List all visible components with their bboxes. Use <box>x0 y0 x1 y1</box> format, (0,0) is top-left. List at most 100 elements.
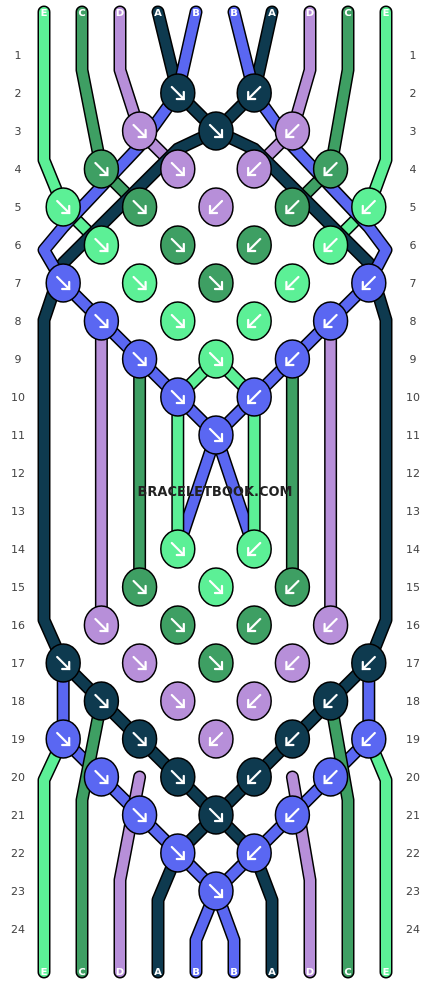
strand-thread <box>77 696 107 977</box>
arrow-down-right-icon <box>56 731 71 747</box>
knot-16-4 <box>160 605 196 645</box>
knot-7-9 <box>351 263 387 303</box>
arrow-down-right-icon <box>94 161 109 177</box>
row-number: 14 <box>11 543 25 556</box>
row-number: 19 <box>406 733 420 746</box>
arrow-head <box>247 774 257 785</box>
arrow-down-left-icon <box>247 85 262 101</box>
knot-22-6 <box>236 833 272 873</box>
arrow-head <box>99 774 109 785</box>
arrow-down-right-icon <box>94 313 109 329</box>
arrow-down-left-icon <box>285 199 300 215</box>
arrow-head <box>213 356 224 367</box>
knot-18-6 <box>236 681 272 721</box>
row-number: 23 <box>11 885 25 898</box>
knot-17-1 <box>45 643 81 683</box>
arrow-shaft <box>361 275 376 291</box>
arrow-down-left-icon <box>323 769 338 785</box>
arrow-head <box>323 774 333 785</box>
arrow-shaft <box>247 541 262 557</box>
arrow-shaft <box>361 199 376 215</box>
watermark: BRACELETBOOK.COM <box>138 485 293 500</box>
knot-7-1 <box>45 263 81 303</box>
arrow-down-left-icon <box>247 237 262 253</box>
arrow-down-left-icon <box>285 655 300 671</box>
arrow-down-right-icon <box>94 237 109 253</box>
arrow-head <box>323 698 333 709</box>
knot-5-3 <box>121 187 158 227</box>
strand-thread <box>325 7 391 250</box>
arrow-shaft <box>94 313 109 329</box>
knot-2-6 <box>236 73 272 113</box>
arrow-shaft <box>208 883 224 899</box>
arrow-shaft <box>56 199 71 215</box>
knot-9-3 <box>121 339 158 379</box>
row-number: 15 <box>406 581 420 594</box>
strand-letter: A <box>154 8 162 19</box>
knot-10-6 <box>236 377 272 417</box>
strand-thread <box>287 7 353 212</box>
arrow-down-right-icon <box>208 427 224 443</box>
row-number: 2 <box>410 87 417 100</box>
arrow-shaft <box>208 199 224 215</box>
knot-20-2 <box>83 757 120 797</box>
arrow-shaft <box>247 85 262 101</box>
arrow-down-right-icon <box>208 579 224 595</box>
knot-17-5 <box>198 643 234 683</box>
arrow-shaft <box>323 617 338 633</box>
arrow-shaft <box>132 807 147 823</box>
knot-19-7 <box>274 719 311 759</box>
arrow-head <box>285 356 295 367</box>
arrow-shaft <box>285 351 300 367</box>
row-number: 5 <box>15 201 22 214</box>
row-number: 10 <box>11 391 25 404</box>
arrow-shaft <box>323 693 338 709</box>
strand-letter: B <box>192 8 200 19</box>
arrow-head <box>99 698 109 709</box>
arrow-down-right-icon <box>132 655 147 671</box>
arrow-shaft <box>323 161 338 177</box>
arrow-head <box>247 850 257 861</box>
arrow-head <box>175 394 185 405</box>
strand-letter: E <box>41 967 48 978</box>
knot-20-6 <box>236 757 272 797</box>
arrow-down-right-icon <box>132 351 147 367</box>
row-number: 18 <box>11 695 25 708</box>
arrow-down-left-icon <box>323 693 338 709</box>
arrow-down-left-icon <box>361 731 376 747</box>
knot-15-7 <box>274 567 311 607</box>
arrow-shaft <box>285 123 300 139</box>
arrow-down-right-icon <box>208 123 224 139</box>
arrow-head <box>285 204 295 215</box>
strand-letter: B <box>230 967 238 978</box>
row-number: 6 <box>15 239 22 252</box>
arrow-shaft <box>361 655 376 671</box>
arrow-head <box>175 774 185 785</box>
row-number: 11 <box>406 429 420 442</box>
arrow-shaft <box>132 731 147 747</box>
arrow-down-right-icon <box>132 275 147 291</box>
row-number: 23 <box>406 885 420 898</box>
knot-4-6 <box>236 149 272 189</box>
arrow-head <box>61 736 71 747</box>
arrow-head <box>285 660 295 671</box>
strand-letter: E <box>383 8 390 19</box>
knot-15-5 <box>198 567 234 607</box>
arrow-down-left-icon <box>361 275 376 291</box>
arrow-shaft <box>247 161 262 177</box>
row-number: 14 <box>406 543 420 556</box>
row-number: 16 <box>11 619 25 632</box>
row-number: 5 <box>410 201 417 214</box>
arrow-down-left-icon <box>285 807 300 823</box>
knot-8-8 <box>312 301 349 341</box>
arrow-down-left-icon <box>208 199 224 215</box>
knot-6-6 <box>236 225 272 265</box>
knot-20-8 <box>312 757 349 797</box>
knot-18-8 <box>312 681 349 721</box>
arrow-down-right-icon <box>208 351 224 367</box>
arrow-head <box>213 812 224 823</box>
arrow-head <box>137 584 147 595</box>
knot-5-9 <box>351 187 387 227</box>
row-number: 7 <box>15 277 22 290</box>
